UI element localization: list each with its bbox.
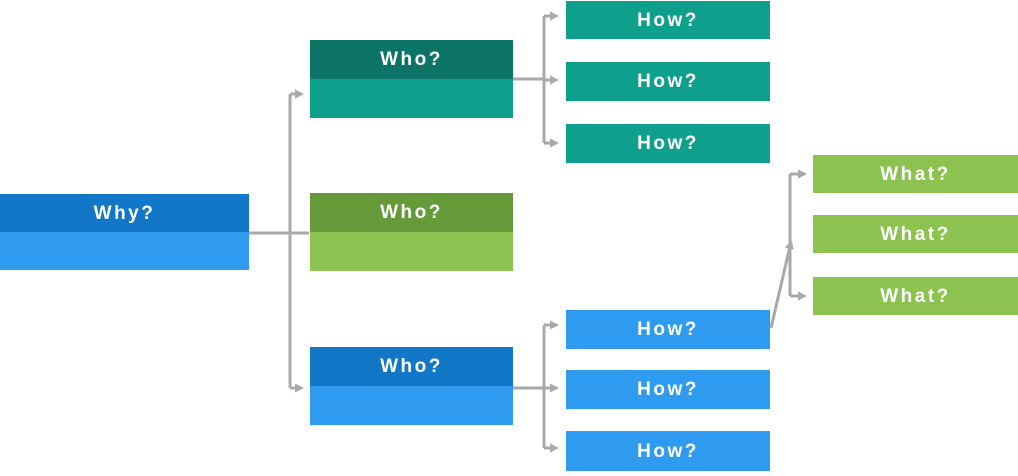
node-what-3-label: What? [880, 285, 951, 307]
node-who-green-bottom-half [310, 232, 513, 271]
node-what-1-label: What? [880, 163, 951, 185]
node-how-teal-3: How? [566, 124, 770, 163]
node-who-blue-bottom-half [310, 386, 513, 425]
node-how-blue-2-label: How? [637, 379, 699, 400]
node-how-teal-2-label: How? [637, 71, 699, 92]
node-how-teal-1: How? [566, 1, 770, 39]
node-how-blue-3: How? [566, 431, 770, 471]
node-who-green-label: Who? [380, 202, 443, 223]
node-why-top-half: Why? [0, 194, 249, 232]
node-how-blue-1: How? [566, 310, 770, 349]
node-how-teal-2: How? [566, 62, 770, 101]
node-how-blue-2: How? [566, 370, 770, 409]
node-who-teal-top-half: Who? [310, 40, 513, 79]
node-why-label: Why? [93, 202, 156, 224]
node-how-blue-3-label: How? [637, 440, 699, 462]
node-how-teal-1-label: How? [637, 9, 699, 31]
node-how-blue-1-label: How? [637, 319, 699, 340]
node-who-green: Who? [310, 193, 513, 271]
node-what-2: What? [813, 215, 1018, 253]
node-why: Why? [0, 194, 249, 270]
node-who-blue-top-half: Who? [310, 347, 513, 386]
node-what-3: What? [813, 277, 1018, 315]
node-why-bottom-half [0, 232, 249, 270]
node-how-teal-3-label: How? [637, 133, 699, 154]
node-what-2-label: What? [880, 223, 951, 245]
connector-diagonal-how-to-what [769, 240, 794, 329]
node-who-blue: Who? [310, 347, 513, 425]
node-who-teal-bottom-half [310, 79, 513, 118]
node-what-1: What? [813, 155, 1018, 193]
node-who-blue-label: Who? [380, 356, 443, 377]
node-who-green-top-half: Who? [310, 193, 513, 232]
node-who-teal-label: Who? [380, 49, 443, 70]
node-who-teal: Who? [310, 40, 513, 118]
